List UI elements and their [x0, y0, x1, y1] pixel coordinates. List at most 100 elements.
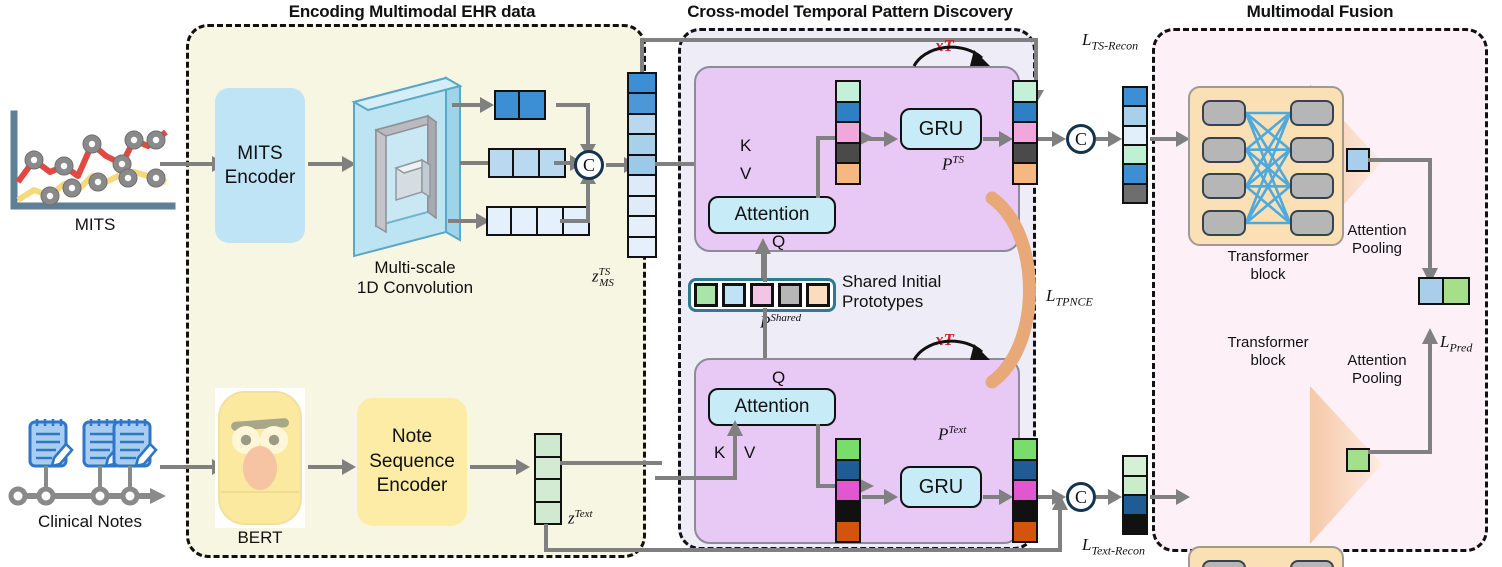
vector-cell — [629, 235, 655, 256]
vector-cell — [837, 141, 859, 163]
key-label-ts: K — [740, 136, 752, 155]
query-label-text: Q — [772, 368, 786, 387]
section-title-cross: Cross-model Temporal Pattern Discovery — [687, 2, 1013, 21]
vector-cell — [1014, 121, 1036, 142]
proto-text-pre-vector — [835, 438, 861, 543]
conv-caption-line2: 1D Convolution — [356, 278, 474, 298]
loss-pred-base: L — [1440, 332, 1450, 351]
vector-cell — [1014, 82, 1036, 101]
mits-input-chart — [6, 110, 176, 215]
vector-cell — [1124, 105, 1146, 125]
transformer-node — [1290, 173, 1334, 200]
vector-cell — [1014, 440, 1036, 459]
vector-cell — [1014, 162, 1036, 183]
vector-cell — [837, 100, 859, 122]
proto-ts-pre-vector — [835, 80, 861, 185]
routing-ztext-to-bottom-attention-kv — [655, 420, 765, 506]
transformer-node — [1290, 136, 1334, 163]
mits-encoder-line2: Encoder — [224, 166, 296, 188]
loss-tpnce-sub: TPNCE — [1055, 294, 1093, 309]
transformer-node — [1202, 560, 1246, 567]
loss-text-recon-sub: Text-Recon — [1091, 543, 1146, 558]
vector-cell — [837, 121, 859, 142]
bert-caption: BERT — [237, 528, 283, 547]
attention-box-ts[interactable]: Attention — [708, 196, 836, 234]
conv-scale-vector-1 — [494, 90, 546, 120]
routing-shared-up — [754, 240, 776, 282]
fusion-ts-input-vector — [1122, 86, 1148, 204]
vector-cell — [1014, 141, 1036, 163]
transformer-node — [1290, 100, 1334, 126]
attention-box-text[interactable]: Attention — [708, 388, 836, 426]
loss-ts-recon-sub: TS-Recon — [1091, 38, 1139, 53]
vector-cell — [488, 148, 514, 178]
vector-cell — [520, 90, 546, 120]
transformer-node — [1202, 210, 1246, 236]
loss-pred-label: LPred — [1440, 332, 1472, 355]
conv-caption-line1: Multi-scale — [374, 258, 456, 277]
mits-caption: MITS — [74, 215, 116, 234]
pooling-text-line1: Attention — [1347, 352, 1407, 369]
vector-cell — [536, 478, 560, 501]
vector-cell — [1124, 474, 1146, 494]
z-text-vector — [534, 433, 562, 525]
loss-text-recon-base: L — [1082, 535, 1092, 554]
repeat-arc-ts — [910, 34, 996, 70]
loss-tpnce-label: LTPNCE — [1046, 286, 1093, 309]
vector-cell — [837, 162, 859, 183]
vector-cell — [536, 455, 560, 478]
repeat-label-ts: xT — [935, 36, 954, 55]
gru-box-text[interactable]: GRU — [900, 466, 982, 508]
vector-cell — [1014, 499, 1036, 521]
transformer-node — [1202, 136, 1246, 163]
vector-cell — [750, 283, 774, 307]
proto-text-post-vector — [1012, 438, 1038, 543]
routing-pool-ts-to-pred — [1368, 150, 1468, 290]
vector-cell — [629, 194, 655, 216]
transformer-ts-line2: block — [1250, 265, 1286, 283]
note-encoder-line2: Sequence — [369, 450, 455, 472]
vector-cell — [494, 90, 520, 120]
proto-ts-post-vector — [1012, 80, 1038, 185]
vector-cell — [1014, 458, 1036, 480]
vector-cell — [629, 112, 655, 134]
p-ts-label: PTS — [942, 154, 964, 175]
arrow-proto-ts-to-concat — [1038, 128, 1068, 150]
z-ts-ms-sub: MS — [599, 277, 614, 290]
transformer-caption-ts: Transformer block — [1178, 248, 1358, 283]
vector-cell — [837, 499, 859, 521]
shared-prototypes-caption: Shared Initial Prototypes — [842, 272, 1028, 312]
clinical-notes-icon — [8, 418, 172, 510]
pooled-text-cell — [1346, 448, 1370, 472]
bert-icon — [215, 388, 305, 528]
repeat-label-text: xT — [935, 330, 954, 349]
routing-ztext-right — [560, 456, 662, 470]
z-ts-ms-sup: TS — [598, 266, 611, 278]
z-ts-ms-label: zTSMS — [592, 266, 614, 289]
arrow-fusion-ts-to-transformer — [1150, 128, 1192, 150]
vector-cell — [1124, 513, 1146, 533]
z-text-label: zText — [568, 508, 593, 529]
conv-scale-vector-2 — [488, 148, 566, 178]
concat-circle-encoding: C — [574, 150, 604, 180]
vector-cell — [512, 206, 538, 236]
vector-cell — [837, 440, 859, 459]
transformer-block-ts — [1188, 86, 1344, 246]
loss-text-recon-label: LText-Recon — [1082, 535, 1145, 558]
concat-circle-fusion-ts: C — [1066, 124, 1096, 154]
vector-cell — [536, 435, 560, 456]
pooling-ts-line2: Pooling — [1351, 239, 1403, 257]
repeat-arc-text — [910, 328, 996, 364]
pooling-text-line2: Pooling — [1351, 369, 1403, 387]
p-text-base: P — [938, 424, 949, 444]
routing-ztext-bottom-to-fusion — [534, 494, 1074, 562]
transformer-block-text — [1188, 546, 1344, 567]
transformer-text-line1: Transformer — [1227, 334, 1309, 351]
vector-cell — [837, 458, 859, 480]
conv-caption: Multi-scale 1D Convolution — [330, 258, 500, 298]
vector-cell — [486, 206, 512, 236]
value-label-text: V — [744, 443, 756, 462]
gru-box-ts[interactable]: GRU — [900, 108, 982, 150]
